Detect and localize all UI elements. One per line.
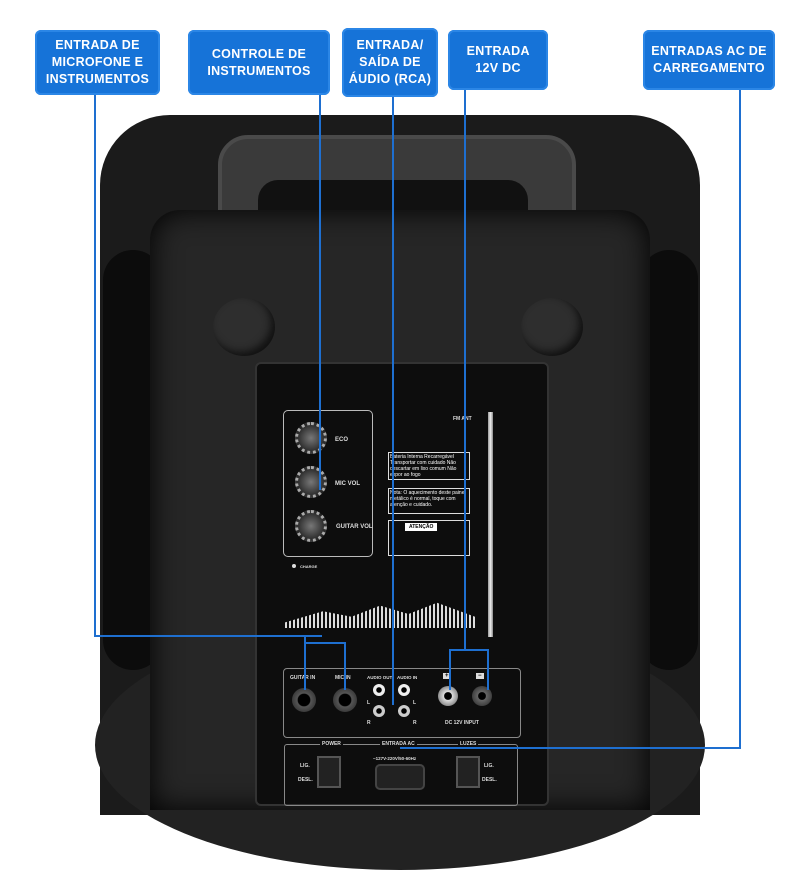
foot-right (521, 298, 583, 356)
rca-out-l[interactable] (373, 684, 385, 696)
callout-lines (94, 90, 741, 749)
charge-led (292, 564, 296, 568)
ac-in-label: ENTRADA AC (380, 741, 417, 747)
callout-dc: ENTRADA 12V DC (448, 30, 548, 90)
power-switch[interactable] (317, 756, 341, 788)
mic-in-label: MIC IN (335, 675, 351, 681)
knob-guitar-vol[interactable] (295, 510, 327, 542)
luzes-lig: LIG. (484, 763, 494, 769)
luzes-label: LUZES (458, 741, 479, 747)
callout-mic-input: ENTRADA DE MICROFONE E INSTRUMENTOS (35, 30, 160, 95)
line-ac (400, 90, 741, 749)
knob-eco-label: ECO (335, 437, 349, 443)
rca-r-label: R (367, 720, 371, 726)
guitar-in-jack[interactable] (292, 688, 316, 712)
dc-input-label: DC 12V INPUT (445, 720, 479, 726)
dc-minus-label: − (476, 673, 484, 679)
jack-row (283, 668, 521, 738)
dc-plus-label: + (443, 673, 451, 679)
luzes-desl: DESL. (482, 777, 497, 783)
line-mic (94, 95, 346, 690)
callout-rca: ENTRADA/ SAÍDA DE ÁUDIO (RCA) (342, 28, 438, 97)
knob-eco[interactable] (295, 422, 327, 454)
dc-plus-terminal[interactable] (438, 686, 458, 706)
callout-instrument-control: CONTROLE DE INSTRUMENTOS (188, 30, 330, 95)
rca-r-label-2: R (413, 720, 417, 726)
notice-battery: Bateria Interna Recarregável Transportar… (388, 452, 470, 480)
audio-in-label: AUDIO IN (397, 675, 418, 680)
luzes-switch[interactable] (456, 756, 480, 788)
knob-guitar-vol-label: GUITAR VOL (336, 524, 373, 530)
rca-out-r[interactable] (373, 705, 385, 717)
knob-mic-vol-label: MIC VOL (335, 481, 360, 487)
fm-antenna[interactable] (488, 412, 493, 637)
warning-label: ATENÇÃO (405, 523, 438, 531)
line-dc (449, 90, 489, 690)
dc-minus-terminal[interactable] (472, 686, 492, 706)
ac-socket[interactable] (375, 764, 425, 790)
audio-out-label: AUDIO OUT (367, 675, 393, 680)
power-label: POWER (320, 741, 343, 747)
knob-mic-vol[interactable] (295, 466, 327, 498)
rca-l-label-2: L (413, 700, 417, 706)
callout-ac: ENTRADAS AC DE CARREGAMENTO (643, 30, 775, 90)
guitar-in-label: GUITAR IN (290, 675, 316, 681)
charge-label: CHARGE (300, 564, 318, 569)
foot-left (213, 298, 275, 356)
warning-box (388, 520, 470, 556)
power-lig: LIG. (300, 763, 310, 769)
rca-l-label: L (367, 700, 371, 706)
knob-box (283, 410, 373, 557)
rca-in-l[interactable] (398, 684, 410, 696)
ac-spec-label: ~127V-220V/50-60Hz (373, 756, 417, 761)
power-desl: DESL. (298, 777, 313, 783)
rca-in-r[interactable] (398, 705, 410, 717)
fm-ant-label: FM ANT (453, 416, 472, 422)
notice-heat: Nota: O aquecimento deste painel metálic… (388, 488, 470, 514)
mic-in-jack[interactable] (333, 688, 357, 712)
